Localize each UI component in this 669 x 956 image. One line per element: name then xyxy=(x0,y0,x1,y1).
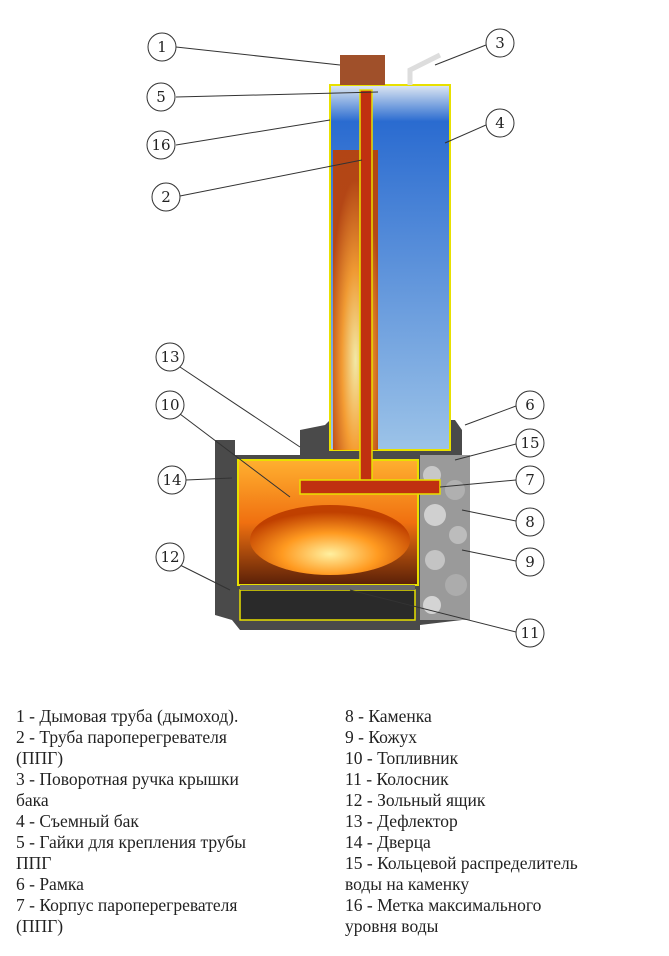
legend-line: 2 - Труба пароперегревателя xyxy=(16,727,227,747)
legend-line: 12 - Зольный ящик xyxy=(345,790,486,810)
svg-text:5: 5 xyxy=(156,88,166,106)
callout-10: 10 xyxy=(155,390,185,420)
superheater-pipe xyxy=(359,89,373,491)
callout-11: 11 xyxy=(515,618,545,648)
chimney xyxy=(340,55,385,85)
legend-line: 8 - Каменка xyxy=(345,706,432,726)
legend-line: уровня воды xyxy=(345,916,439,936)
legend-line: ППГ xyxy=(16,853,52,873)
legend-line: 13 - Дефлектор xyxy=(345,811,458,831)
callout-14: 14 xyxy=(157,465,187,495)
svg-text:15: 15 xyxy=(520,434,539,452)
svg-text:3: 3 xyxy=(495,34,505,52)
callout-7: 7 xyxy=(515,465,545,495)
legend-line: 15 - Кольцевой распределитель xyxy=(345,853,578,873)
grate xyxy=(240,585,415,590)
callout-4: 4 xyxy=(485,108,515,138)
legend-line: 1 - Дымовая труба (дымоход). xyxy=(16,706,239,726)
svg-text:13: 13 xyxy=(160,348,179,366)
legend-line: 10 - Топливник xyxy=(345,748,459,768)
svg-text:9: 9 xyxy=(525,553,535,571)
legend-line: 11 - Колосник xyxy=(345,769,449,789)
callout-5: 5 xyxy=(146,82,176,112)
legend-line: 4 - Съемный бак xyxy=(16,811,139,831)
legend-line: бака xyxy=(16,790,49,810)
callout-12: 12 xyxy=(155,542,185,572)
legend-line: 7 - Корпус пароперегревателя xyxy=(16,895,238,915)
svg-text:1: 1 xyxy=(157,38,167,56)
callout-13: 13 xyxy=(155,342,185,372)
legend-line: воды на каменку xyxy=(345,874,470,894)
svg-text:16: 16 xyxy=(151,136,170,154)
callout-15: 15 xyxy=(515,428,545,458)
tank-handle xyxy=(407,52,442,85)
legend-line: 3 - Поворотная ручка крышки xyxy=(16,769,239,789)
leader-lines xyxy=(175,44,517,633)
callout-2: 2 xyxy=(151,182,181,212)
legend-line: 9 - Кожух xyxy=(345,727,418,747)
callout-1: 1 xyxy=(147,32,177,62)
legend-line: 16 - Метка максимального xyxy=(345,895,542,915)
legend-line: (ППГ) xyxy=(16,748,64,768)
legend-left: 1 - Дымовая труба (дымоход). 2 - Труба п… xyxy=(16,706,246,937)
superheater-body xyxy=(299,479,441,495)
svg-text:2: 2 xyxy=(161,188,171,206)
callout-8: 8 xyxy=(515,507,545,537)
svg-text:10: 10 xyxy=(160,396,179,414)
svg-text:14: 14 xyxy=(162,471,181,489)
svg-text:8: 8 xyxy=(525,513,535,531)
heater-stones xyxy=(420,455,470,620)
legend-line: 6 - Рамка xyxy=(16,874,84,894)
legend-right: 8 - Каменка 9 - Кожух 10 - Топливник 11 … xyxy=(345,706,578,937)
legend-line: 14 - Дверца xyxy=(345,832,431,852)
svg-text:11: 11 xyxy=(520,624,539,642)
svg-text:7: 7 xyxy=(525,471,535,489)
svg-text:4: 4 xyxy=(495,114,505,132)
callout-9: 9 xyxy=(515,547,545,577)
callout-6: 6 xyxy=(515,390,545,420)
svg-text:12: 12 xyxy=(160,548,179,566)
callout-3: 3 xyxy=(485,28,515,58)
sauna-stove-diagram: 1 5 16 2 3 4 13 10 14 12 6 15 7 8 9 11 xyxy=(146,28,545,648)
fire xyxy=(250,505,410,575)
ash-box xyxy=(239,589,416,621)
callout-16: 16 xyxy=(146,130,176,160)
svg-text:6: 6 xyxy=(525,396,535,414)
legend-line: (ППГ) xyxy=(16,916,64,936)
legend-line: 5 - Гайки для крепления трубы xyxy=(16,832,247,852)
